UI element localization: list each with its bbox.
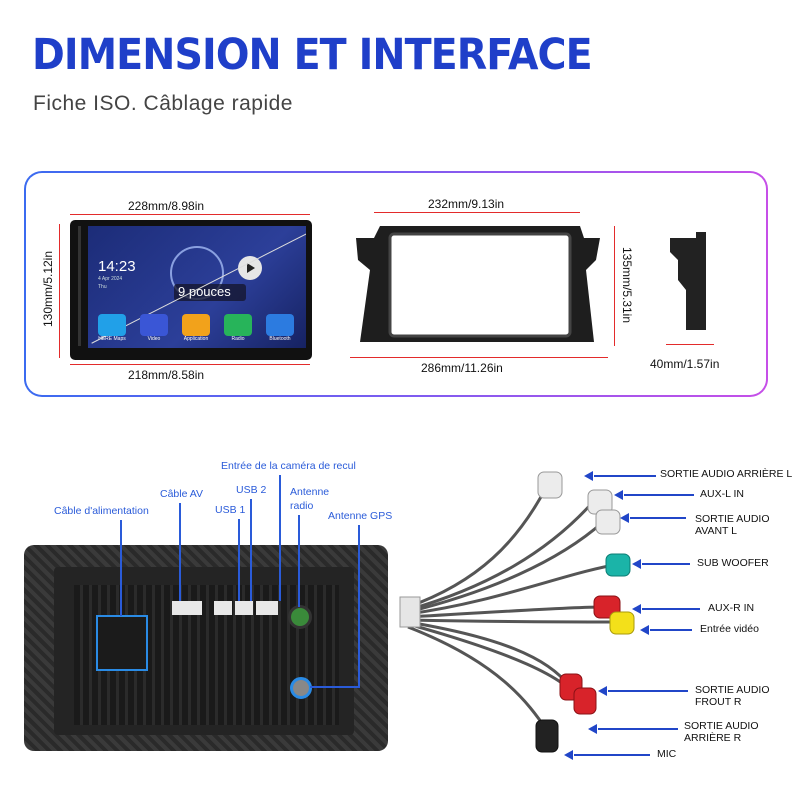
play-icon: [247, 263, 255, 273]
power-label: Câble d'alimentation: [54, 505, 149, 517]
gps-antenna-connector: [290, 677, 312, 699]
harness-label-aux-right: AUX-R IN: [708, 602, 755, 614]
gps-label: Antenne GPS: [328, 510, 393, 522]
gps-leader-horizontal: [310, 686, 360, 688]
harness-label-subwoofer: SUB WOOFER: [697, 557, 769, 569]
usb1-label: USB 1: [215, 504, 246, 516]
side-buttons: [78, 226, 81, 346]
harness-label-front-right-2: FROUT R: [695, 696, 742, 708]
app-application-icon: [182, 314, 210, 336]
usb1-leader: [238, 519, 240, 601]
av-leader: [179, 503, 181, 601]
radio-label-line1: Antenne: [290, 486, 330, 498]
frame-height-label: 135mm/5.31in: [620, 246, 634, 324]
arrow-aux-right: [642, 608, 700, 610]
harness-label-front-left-2: AVANT L: [695, 525, 738, 537]
camera-label: Entrée de la caméra de recul: [221, 460, 356, 472]
frame-width-top-label: 232mm/9.13in: [428, 197, 505, 211]
harness-label-aux-left: AUX-L IN: [700, 488, 744, 500]
screen-width-top-line: [70, 214, 310, 215]
harness-label-rear-left: SORTIE AUDIO ARRIÈRE L: [660, 468, 793, 480]
frame-height-line: [614, 226, 615, 346]
app-label: HERE Maps: [98, 336, 126, 342]
arrow-aux-right-head: [632, 604, 641, 614]
size-badge-bg: [174, 284, 246, 301]
app-label: Video: [147, 336, 161, 342]
screen-height-dimension: 130mm/5.12in: [40, 225, 55, 355]
rca-wiring-harness: [399, 471, 635, 753]
arrow-aux-left: [624, 494, 694, 496]
radio-label-line2: radio: [290, 500, 314, 512]
frame-width-bottom-line: [350, 357, 608, 358]
screen-width-bottom-label: 218mm/8.58in: [128, 368, 205, 382]
depth-label: 40mm/1.57in: [650, 357, 720, 371]
harness-label-rear-right-2: ARRIÈRE R: [684, 732, 742, 744]
screen-day: Thu: [98, 284, 107, 290]
page-subtitle: Fiche ISO. Câblage rapide: [33, 92, 293, 115]
app-radio-icon: [224, 314, 252, 336]
page-title: DIMENSION ET INTERFACE: [32, 30, 593, 80]
arrow-mic-head: [564, 750, 573, 760]
arrow-front-left: [630, 517, 686, 519]
arrow-rear-left-head: [584, 471, 593, 481]
frame-width-bottom-label: 286mm/11.26in: [421, 361, 503, 375]
arrow-aux-left-head: [614, 490, 623, 500]
app-here-maps-icon: [98, 314, 126, 336]
screen-date: 4 Apr 2024: [98, 276, 123, 282]
rca-connectors: [535, 471, 635, 753]
app-label: Radio: [231, 336, 245, 342]
arrow-front-left-head: [620, 513, 629, 523]
play-button: [238, 256, 262, 280]
usb2-leader: [250, 499, 252, 601]
head-unit-screen: 14:23 4 Apr 2024 Thu 9 pouces HERE Maps …: [88, 226, 306, 348]
arrow-front-right-head: [598, 686, 607, 696]
harness-label-front-left-1: SORTIE AUDIO: [695, 513, 770, 525]
arrow-subwoofer: [642, 563, 690, 565]
head-unit-back: [24, 545, 388, 751]
arrow-subwoofer-head: [632, 559, 641, 569]
arrow-rear-left: [594, 475, 656, 477]
power-leader: [120, 520, 122, 616]
arrow-video-in-head: [640, 625, 649, 635]
arrow-video-in: [650, 629, 692, 631]
frame-width-top-line: [374, 212, 580, 213]
screen-height-label: 130mm/5.12in: [41, 250, 55, 328]
frame-height-dimension: 135mm/5.31in: [620, 226, 634, 346]
arrow-front-right: [608, 690, 688, 692]
arrow-mic: [574, 754, 650, 756]
screen-width-top-label: 228mm/8.98in: [128, 199, 205, 213]
head-unit-front: 14:23 4 Apr 2024 Thu 9 pouces HERE Maps …: [70, 220, 312, 360]
harness-label-rear-right-1: SORTIE AUDIO: [684, 720, 759, 732]
harness-label-mic: MIC: [657, 748, 677, 760]
harness-label-video-in: Entrée vidéo: [700, 623, 759, 635]
app-bluetooth-icon: [266, 314, 294, 336]
size-badge: 9 pouces: [178, 284, 231, 299]
power-connector: [96, 615, 148, 671]
arrow-rear-right-head: [588, 724, 597, 734]
harness-plug: [399, 596, 421, 628]
usb2-connector: [235, 601, 253, 615]
screen-width-bottom-line: [70, 364, 310, 365]
camera-connector: [256, 601, 278, 615]
mounting-frame: [356, 226, 600, 342]
gps-leader-vertical: [358, 525, 360, 687]
usb1-connector: [214, 601, 232, 615]
camera-leader: [279, 475, 281, 601]
harness-label-front-right-1: SORTIE AUDIO: [695, 684, 770, 696]
radio-leader: [298, 515, 300, 607]
usb2-label: USB 2: [236, 484, 267, 496]
radio-antenna-connector: [288, 605, 312, 629]
depth-line: [666, 344, 714, 345]
depth-bracket: [670, 232, 706, 330]
arrow-rear-right: [598, 728, 678, 730]
app-label: Bluetooth: [269, 336, 291, 342]
av-label: Câble AV: [160, 488, 203, 500]
app-label: Application: [183, 336, 209, 342]
app-video-icon: [140, 314, 168, 336]
screen-time: 14:23: [98, 258, 136, 275]
screen-height-line: [59, 224, 60, 358]
av-connector: [172, 601, 202, 615]
